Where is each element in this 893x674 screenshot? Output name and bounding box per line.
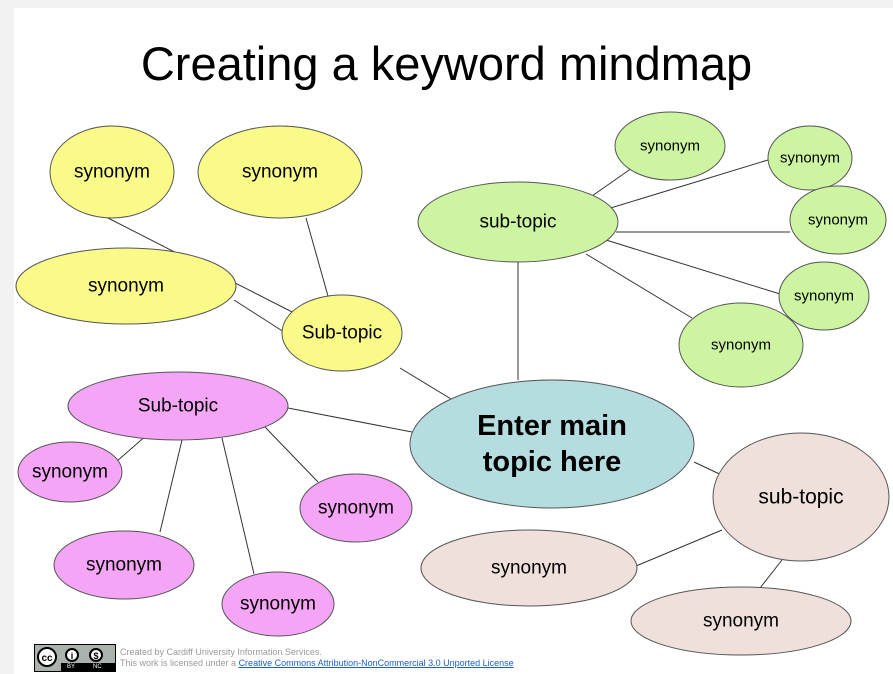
green-synonym-node-4: synonym <box>778 261 870 331</box>
slide-title: Creating a keyword mindmap <box>140 37 753 90</box>
green-synonym-node-3: synonym <box>789 185 887 255</box>
pink-synonym-connector-4 <box>221 437 255 575</box>
yellow-synonym-node-1: synonym <box>49 125 175 219</box>
yellow-synonym-node-2-label: synonym <box>242 162 318 183</box>
green-synonym-connector-2 <box>603 159 769 211</box>
credit-line-2: This work is licensed under a Creative C… <box>120 658 514 669</box>
pink-synonym-node-1: synonym <box>17 441 123 503</box>
green-synonym-node-2: synonym <box>767 125 853 191</box>
green-synonym-node-1-shape <box>614 111 726 181</box>
green-synonym-node-2-label: synonym <box>780 150 840 167</box>
yellow-synonym-node-3: synonym <box>15 247 237 325</box>
connector-lines <box>103 159 790 589</box>
pink-synonym-node-2-shape <box>299 473 413 543</box>
green-synonym-node-3-shape <box>789 185 887 255</box>
yellow-synonym-node-2-shape <box>197 125 363 219</box>
green-synonym-node-5: synonym <box>678 302 804 388</box>
pink-subtopic-node-shape <box>67 371 289 441</box>
yellow-synonym-node-2: synonym <box>197 125 363 219</box>
rose-subtopic-node-label: sub-topic <box>758 486 843 509</box>
yellow-subtopic-node-shape <box>281 294 403 372</box>
cc-by-label: BY <box>67 664 76 670</box>
rose-synonym-node-2-label: synonym <box>703 611 779 632</box>
by-attribution-icon: i <box>65 648 79 662</box>
rose-subtopic-node-shape <box>712 432 890 562</box>
pink-main-connector <box>287 407 413 433</box>
footer: cc i $ BY NC Created by Cardiff Universi… <box>34 644 654 672</box>
pink-subtopic-node: Sub-topic <box>67 371 289 441</box>
green-synonym-node-4-shape <box>778 261 870 331</box>
green-synonym-node-5-shape <box>678 302 804 388</box>
pink-synonym-connector-2 <box>263 425 319 483</box>
main-topic-node-shape <box>409 379 695 509</box>
green-synonym-node-1-label: synonym <box>640 138 700 155</box>
pink-synonym-node-1-shape <box>17 441 123 503</box>
rose-subtopic-node: sub-topic <box>712 432 890 562</box>
cc-badge-strip: BY NC <box>61 663 115 671</box>
yellow-synonym-connector-2 <box>305 217 329 297</box>
pink-synonym-node-4-label: synonym <box>240 594 316 615</box>
green-synonym-node-1: synonym <box>614 111 726 181</box>
green-synonym-connector-5 <box>585 253 693 319</box>
pink-synonym-node-3: synonym <box>53 530 195 600</box>
pink-synonym-node-2: synonym <box>299 473 413 543</box>
rose-synonym-node-2-shape <box>630 586 852 656</box>
green-subtopic-node-label: sub-topic <box>479 212 556 233</box>
green-synonym-connector-4 <box>605 239 781 295</box>
pink-synonym-connector-3 <box>159 439 183 533</box>
main-topic-node: Enter main topic here <box>409 379 695 509</box>
yellow-synonym-connector-3 <box>233 299 285 333</box>
rose-synonym-connector-1 <box>635 529 723 567</box>
green-subtopic-node: sub-topic <box>417 181 619 263</box>
rose-synonym-connector-2 <box>759 559 783 589</box>
license-prefix: This work is licensed under a <box>120 658 239 668</box>
yellow-synonym-node-1-shape <box>49 125 175 219</box>
yellow-synonym-node-3-label: synonym <box>88 276 164 297</box>
main-topic-node-label: topic here <box>483 446 622 478</box>
cc-logo-icon: cc <box>37 647 57 667</box>
pink-synonym-node-2-label: synonym <box>318 498 394 519</box>
pink-synonym-node-4: synonym <box>221 571 335 637</box>
rose-synonym-node-1-shape <box>420 529 638 607</box>
credit-text: Created by Cardiff University Informatio… <box>120 647 514 669</box>
main-topic-node-label: Enter main <box>477 410 627 442</box>
rose-synonym-node-1: synonym <box>420 529 638 607</box>
pink-synonym-node-3-shape <box>53 530 195 600</box>
rose-synonym-node-1-label: synonym <box>491 558 567 579</box>
pink-synonym-node-1-label: synonym <box>32 462 108 483</box>
green-synonym-node-5-label: synonym <box>711 337 771 354</box>
green-synonym-node-4-label: synonym <box>794 288 854 305</box>
cc-license-icon: cc i $ BY NC <box>34 644 116 672</box>
green-synonym-node-2-shape <box>767 125 853 191</box>
mindmap-nodes: Sub-topic synonym synonym synonym sub-topic s… <box>15 111 890 656</box>
cc-nc-label: NC <box>93 664 102 670</box>
license-link[interactable]: Creative Commons Attribution-NonCommerci… <box>238 658 514 668</box>
rose-synonym-node-2: synonym <box>630 586 852 656</box>
nc-noncommercial-icon: $ <box>89 648 103 662</box>
yellow-main-connector <box>399 367 457 403</box>
pink-synonym-node-3-label: synonym <box>86 555 162 576</box>
green-subtopic-node-shape <box>417 181 619 263</box>
pink-synonym-node-4-shape <box>221 571 335 637</box>
yellow-subtopic-node-label: Sub-topic <box>302 323 382 344</box>
yellow-subtopic-node: Sub-topic <box>281 294 403 372</box>
credit-line-1: Created by Cardiff University Informatio… <box>120 647 322 657</box>
yellow-synonym-node-1-label: synonym <box>74 162 150 183</box>
green-synonym-connector-1 <box>591 167 633 197</box>
green-synonym-node-3-label: synonym <box>808 212 868 229</box>
yellow-synonym-node-3-shape <box>15 247 237 325</box>
pink-subtopic-node-label: Sub-topic <box>138 396 218 417</box>
